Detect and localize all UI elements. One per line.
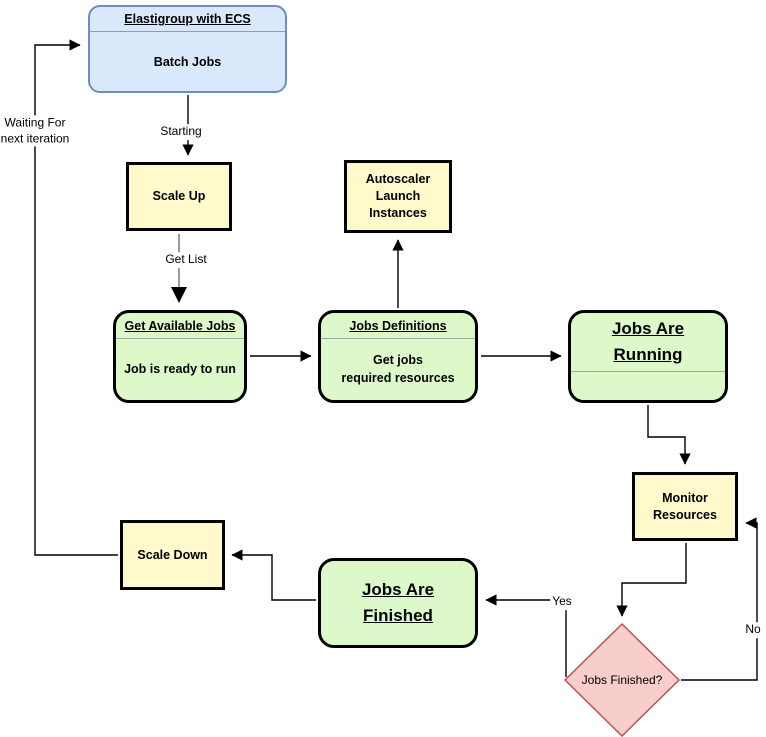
edge-running-to-monitor [647, 405, 691, 465]
node-jobs-are-finished: Jobs Are Finished [318, 558, 478, 648]
edge-finished-to-scaledown [231, 549, 316, 601]
node-title: Elastigroup with ECS [90, 7, 285, 32]
node-monitor-resources: Monitor Resources [632, 472, 738, 541]
decision-label: Jobs Finished? [581, 673, 663, 687]
node-jobs-are-running: Jobs Are Running [568, 310, 728, 403]
node-scale-up: Scale Up [126, 162, 232, 231]
node-jobs-definitions: Jobs Definitions Get jobs required resou… [318, 310, 478, 403]
edge-label-get-list: Get List [163, 252, 209, 268]
node-title: Get Available Jobs [116, 313, 244, 339]
node-scale-down: Scale Down [120, 520, 225, 590]
edge-label-waiting-for-next-iteration: Waiting For next iteration [0, 115, 72, 147]
node-autoscaler-launch-instances: Autoscaler Launch Instances [344, 160, 452, 233]
node-body [571, 372, 725, 400]
edge-monitor-to-decision [616, 543, 687, 617]
edge-scaledown-to-batchjobs [34, 39, 118, 556]
node-title: Jobs Are Finished [361, 579, 435, 625]
node-body: Batch Jobs [153, 54, 222, 69]
node-title: Jobs Are Running [571, 313, 725, 372]
node-label: Monitor Resources [653, 490, 717, 522]
node-title: Jobs Definitions [321, 313, 475, 339]
node-label: Scale Down [137, 547, 208, 562]
node-label: Scale Up [152, 189, 206, 204]
edge-label-starting: Starting [158, 124, 204, 140]
edge-label-yes: Yes [550, 594, 574, 610]
node-body: Job is ready to run [124, 361, 236, 376]
node-elastigroup-batch-jobs: Elastigroup with ECS Batch Jobs [88, 5, 287, 93]
node-label: Autoscaler Launch Instances [365, 172, 431, 220]
edge-decision-yes-to-finished [485, 594, 567, 677]
node-body: Get jobs required resources [341, 353, 455, 385]
node-get-available-jobs: Get Available Jobs Job is ready to run [113, 310, 247, 403]
edge-label-no: No [743, 622, 763, 638]
edge-decision-no-to-monitor [681, 517, 758, 681]
decision-diamond [563, 622, 681, 737]
